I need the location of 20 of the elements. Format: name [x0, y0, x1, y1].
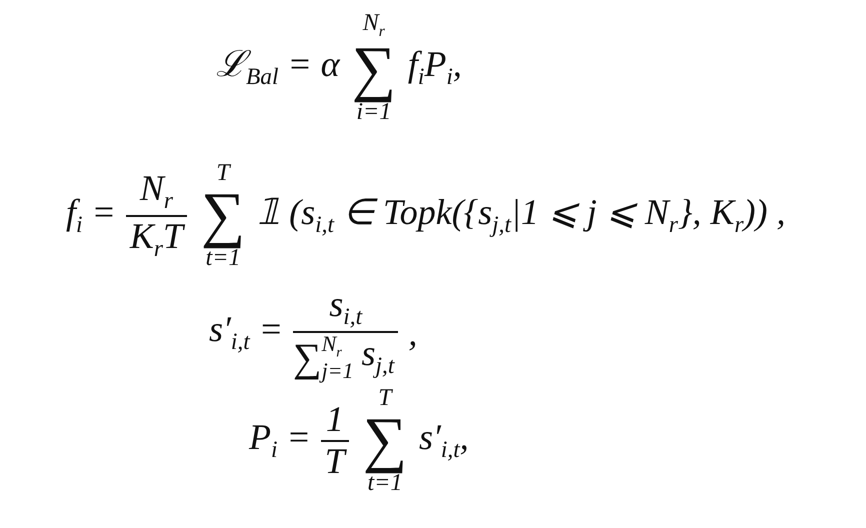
upper-limit: T — [378, 385, 392, 412]
summation-sign: ∑ — [293, 334, 322, 380]
equation-text: ℒ$_{Bal}$ = α — [216, 44, 340, 91]
upper-limit: T — [216, 160, 230, 186]
equation-text: f$_{i}$P$_{i}$, — [408, 44, 462, 91]
equation-text: 𝟙 (s$_{i,t}$ ∈ Topk({s$_{j,t}$|1 ⩽ j ⩽ N$_{r}$}, K$_{r}$)) , — [257, 192, 786, 239]
fraction-denominator: s$_{j,t}$ — [360, 334, 396, 380]
upper-limit: N$_{r}$ — [362, 10, 385, 40]
fraction-numerator: N$_{r}$ — [138, 168, 174, 215]
upper-limit: N$_{r}$ — [322, 332, 343, 360]
fraction-denominator: T — [324, 442, 348, 482]
fraction-numerator: 1 — [324, 400, 345, 440]
equation-text: f$_{i}$ = — [66, 192, 116, 239]
equation-text: s′$_{i,t}$, — [419, 418, 469, 464]
lower-limit: j=1 — [322, 360, 354, 382]
equation-text: , — [408, 314, 418, 354]
equation-text: P$_{i}$ = — [249, 418, 311, 464]
fraction-numerator: s$_{i,t}$ — [328, 285, 364, 331]
equation-text: s′$_{i,t}$ = — [209, 310, 284, 356]
fraction-denominator: K$_{r}$T — [126, 216, 187, 263]
